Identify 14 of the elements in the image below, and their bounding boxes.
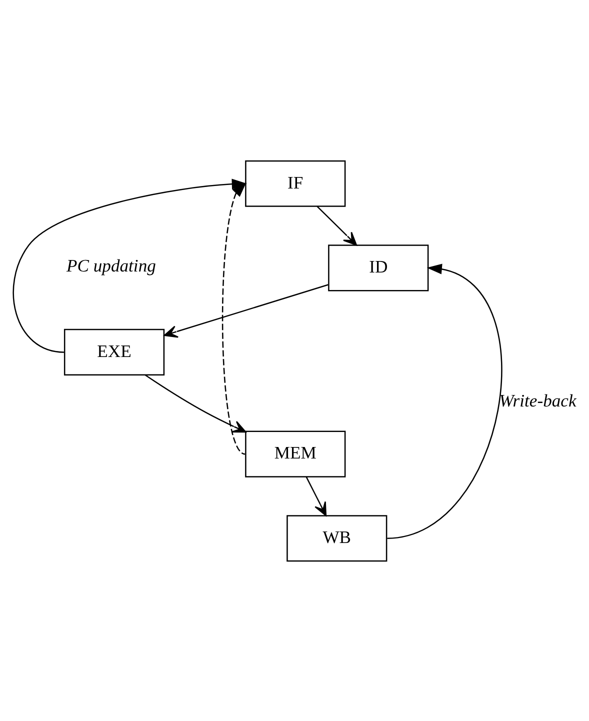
arrow — [387, 263, 502, 538]
edge-label: Write-back — [499, 390, 576, 410]
arrow — [222, 182, 246, 454]
node-box: WB — [286, 514, 388, 562]
arrow — [164, 284, 328, 338]
node-box: IF — [245, 160, 346, 206]
arrow — [144, 374, 246, 432]
label: PC updating — [66, 254, 156, 275]
node-box: MEM — [245, 430, 346, 477]
node-box: EXE — [64, 328, 165, 375]
arrow — [12, 178, 247, 352]
arrow — [306, 476, 327, 516]
node-box: ID — [328, 244, 429, 291]
arrow — [316, 205, 358, 246]
